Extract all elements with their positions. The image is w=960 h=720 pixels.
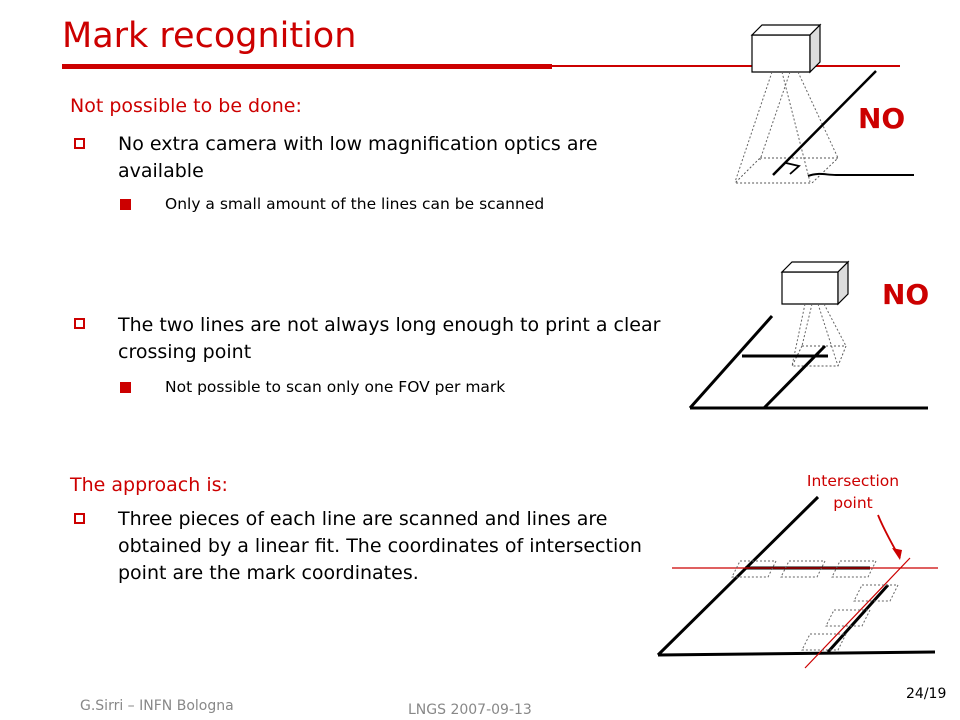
scanned-line xyxy=(772,70,877,176)
camera-body-front xyxy=(781,271,839,305)
bullet-no-extra-camera: No extra camera with low magnification o… xyxy=(118,133,598,182)
slide-title: Mark recognition xyxy=(62,16,357,56)
camera-fov xyxy=(791,345,847,367)
bullet-marker-hollow xyxy=(74,318,85,329)
bullet-marker-hollow xyxy=(74,138,85,149)
figure-camera-two-lines xyxy=(688,260,928,410)
camera-body-top xyxy=(780,261,850,273)
footer-author: G.Sirri – INFN Bologna xyxy=(80,698,234,714)
camera-body-front xyxy=(751,34,811,73)
scanned-fov-pieces xyxy=(731,560,899,651)
section-heading-approach: The approach is: xyxy=(70,474,228,496)
intersection-label-line2: point xyxy=(833,494,873,512)
bullet-marker-filled xyxy=(120,199,131,210)
title-underline-thick xyxy=(62,64,552,69)
section-heading-not-possible: Not possible to be done: xyxy=(70,95,302,117)
camera-body-side xyxy=(837,260,849,306)
subbullet-small-amount: Only a small amount of the lines can be … xyxy=(165,195,545,213)
intersection-label-line1: Intersection xyxy=(806,472,900,490)
camera-body-top xyxy=(750,24,822,36)
bullet-marker-hollow xyxy=(74,513,85,524)
scanned-line-horizontal xyxy=(807,172,914,177)
figure-camera-single-line xyxy=(733,23,914,184)
figure-intersection-fit xyxy=(656,495,938,669)
no-label-1: NO xyxy=(858,102,906,135)
title-underline-thin xyxy=(552,65,900,67)
bullet-marker-filled xyxy=(120,382,131,393)
intersection-point-label: Intersection point xyxy=(778,470,928,514)
footer-event: LNGS 2007-09-13 xyxy=(408,702,532,718)
page-number: 24/19 xyxy=(906,686,947,702)
camera-fov xyxy=(733,157,840,184)
no-label-2: NO xyxy=(882,278,930,311)
bullet-two-lines: The two lines are not always long enough… xyxy=(118,314,661,363)
camera-body-side xyxy=(809,23,821,74)
bullet-three-pieces: Three pieces of each line are scanned an… xyxy=(118,508,642,584)
subbullet-one-fov: Not possible to scan only one FOV per ma… xyxy=(165,378,506,396)
